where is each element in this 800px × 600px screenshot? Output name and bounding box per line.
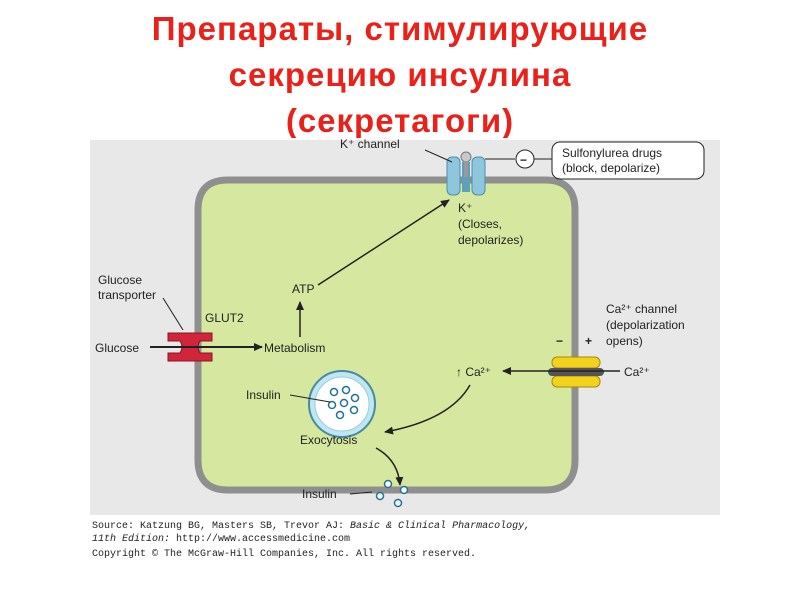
exocytosis-label: Exocytosis	[300, 433, 357, 447]
sulfonylurea-label-1: Sulfonylurea drugs	[562, 146, 662, 160]
glucose-transporter-label-1: Glucose	[98, 273, 142, 287]
glucose-transporter-pointer	[162, 297, 184, 331]
ca-plus-sign: +	[585, 334, 592, 348]
source-line-1: Source: Katzung BG, Masters SB, Trevor A…	[92, 520, 530, 532]
minus-sign: −	[520, 153, 527, 167]
source-line-2: 11th Edition: http://www.accessmedicine.…	[92, 533, 350, 545]
source-line-2-rest: http://www.accessmedicine.com	[170, 533, 350, 545]
source-line-1-prefix: Source: Katzung BG, Masters SB, Trevor A…	[92, 521, 350, 532]
exocytosis-arrow	[375, 447, 404, 486]
metabolism-label: Metabolism	[264, 341, 325, 355]
insulin-vesicle-pointer	[289, 394, 331, 403]
ca-channel-label-2: (depolarization	[606, 318, 685, 332]
k-channel-pointer	[424, 149, 453, 163]
insulin-released-pointer	[349, 491, 373, 495]
glut2-label: GLUT2	[205, 311, 244, 325]
k-plus-label: K⁺	[458, 201, 472, 215]
k-closes-label-2: depolarizes)	[458, 233, 523, 247]
title-line-3: (секретагоги)	[285, 102, 515, 138]
title-line-1: Препараты, стимулирующие	[151, 10, 649, 47]
k-channel-label: K⁺ channel	[340, 137, 400, 151]
source-line-2-italic: 11th Edition:	[92, 533, 170, 545]
ca-channel-label-3: opens)	[606, 334, 643, 348]
copyright-line: Copyright © The McGraw-Hill Companies, I…	[92, 548, 476, 560]
insulin-released-label: Insulin	[302, 487, 337, 501]
slide-title: Препараты, стимулирующие секрецию инсули…	[0, 0, 800, 138]
sulfonylurea-label-2: (block, depolarize)	[562, 161, 660, 175]
insulin-vesicle-label: Insulin	[246, 388, 281, 402]
sulfonylurea-box	[551, 141, 705, 180]
glucose-transporter-label-2: transporter	[98, 288, 156, 302]
ca-channel-label-1: Ca²⁺ channel	[606, 302, 677, 316]
ca-outside-label: Ca²⁺	[624, 365, 650, 379]
insulin-granules-icon	[375, 479, 409, 508]
glucose-label: Glucose	[95, 341, 139, 355]
ca-to-exocytosis-arrow	[384, 384, 471, 435]
source-line-1-italic: Basic & Clinical Pharmacology,	[350, 520, 530, 532]
atp-to-k-arrow	[317, 199, 450, 286]
k-channel-icon	[446, 151, 486, 196]
ca-channel-icon	[548, 356, 604, 388]
title-line-2: секрецию инсулина	[228, 56, 572, 93]
k-closes-label-1: (Closes,	[458, 217, 502, 231]
insulin-vesicle-icon	[308, 370, 376, 438]
ca-inside-label: ↑ Ca²⁺	[456, 365, 491, 379]
beta-cell	[194, 176, 579, 494]
atp-label: ATP	[292, 282, 314, 296]
ca-minus-sign: −	[556, 334, 563, 348]
